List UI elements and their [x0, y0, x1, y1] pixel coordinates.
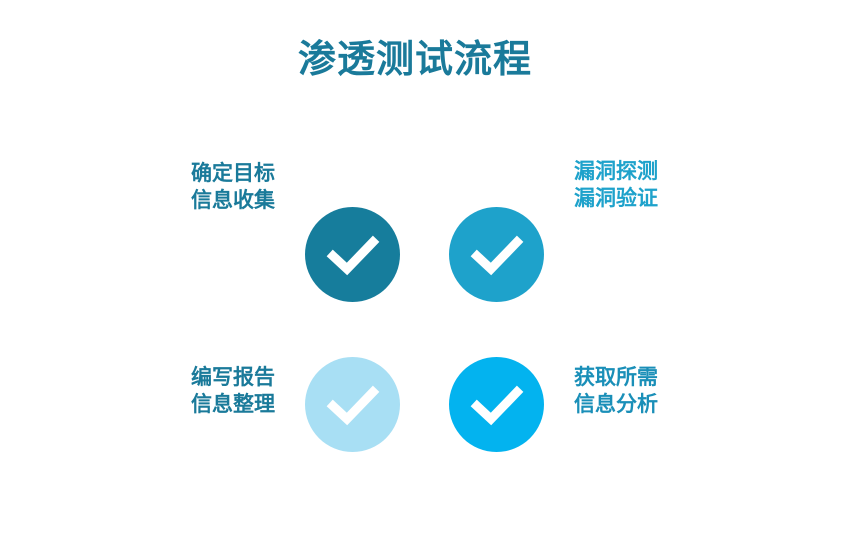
step-circle-4 — [305, 357, 400, 452]
step-label-1: 确定目标 信息收集 — [191, 160, 275, 214]
step-circle-3 — [449, 357, 544, 452]
step-label-3: 获取所需 信息分析 — [574, 364, 658, 418]
checkmark-icon — [470, 235, 523, 275]
step-label-4: 编写报告 信息整理 — [191, 364, 275, 418]
step-2-line-1: 漏洞探测 — [574, 159, 658, 183]
step-3-line-2: 信息分析 — [574, 392, 658, 416]
step-label-2: 漏洞探测 漏洞验证 — [574, 158, 658, 212]
step-1-line-1: 确定目标 — [191, 161, 275, 185]
step-3-line-1: 获取所需 — [574, 365, 658, 389]
step-4-line-1: 编写报告 — [191, 365, 275, 389]
checkmark-icon — [470, 385, 523, 425]
step-circle-2 — [449, 207, 544, 302]
step-circle-1 — [305, 207, 400, 302]
checkmark-icon — [326, 385, 379, 425]
step-4-line-2: 信息整理 — [191, 392, 275, 416]
diagram-title: 渗透测试流程 — [297, 37, 532, 81]
step-2-line-2: 漏洞验证 — [574, 186, 658, 210]
checkmark-icon — [326, 235, 379, 275]
step-1-line-2: 信息收集 — [191, 188, 275, 212]
